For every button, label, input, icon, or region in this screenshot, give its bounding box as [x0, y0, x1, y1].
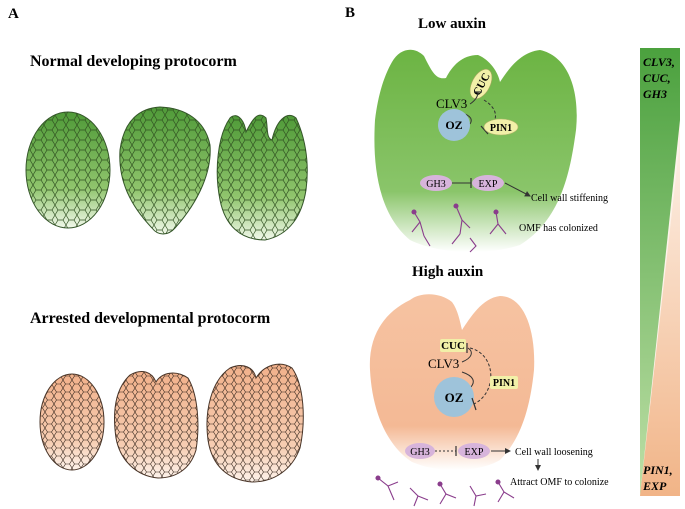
- gradient-bottom-label-2: EXP: [642, 479, 667, 493]
- arrested-protocorm-2: [114, 371, 199, 479]
- low-omf-text: OMF has colonized: [519, 223, 598, 234]
- gradient-top-label-3: GH3: [643, 87, 667, 101]
- high-pin1-label: PIN1: [493, 378, 515, 389]
- gradient-bar: [640, 48, 680, 496]
- low-gh3-label: GH3: [426, 179, 445, 190]
- arrested-protocorm-3: [206, 363, 304, 483]
- high-auxin-title: High auxin: [412, 264, 484, 280]
- low-pin1-label-bg: [483, 118, 519, 136]
- high-cuc-label: CUC: [441, 340, 465, 352]
- high-exp-label-bg: [458, 443, 490, 459]
- low-clv3-label: CLV3: [436, 96, 467, 111]
- low-hyphae: [411, 203, 507, 253]
- gradient-top-label-2: CUC,: [643, 71, 671, 85]
- low-exp-arrow: [504, 182, 531, 197]
- high-clv3-oz-link: [461, 371, 474, 389]
- high-gh3-label: GH3: [410, 447, 429, 458]
- low-auxin-protocorm: [374, 49, 577, 252]
- high-clv3-label: CLV3: [428, 356, 459, 371]
- low-exp-label: EXP: [479, 179, 498, 190]
- arrested-protocorm-1: [39, 373, 105, 471]
- panel-b-label: B: [345, 5, 355, 21]
- normal-protocorm-3: [216, 114, 308, 241]
- high-pin1-label-bg: [490, 376, 518, 389]
- high-omf-text: Attract OMF to colonize: [510, 477, 609, 488]
- low-cuc-label: CUC: [469, 68, 493, 100]
- low-outcome-text: Cell wall stiffening: [531, 193, 608, 204]
- high-oz-circle: [434, 377, 474, 417]
- panel-a-label: A: [8, 6, 19, 22]
- normal-protocorm-1: [25, 111, 111, 229]
- low-pin1-label: PIN1: [490, 123, 512, 134]
- low-auxin-title: Low auxin: [418, 16, 487, 32]
- low-pin1-inhibition: [483, 99, 496, 131]
- arrested-protocorm-title: Arrested developmental protocorm: [30, 310, 271, 327]
- normal-protocorm-2: [119, 106, 211, 235]
- normal-protocorm-title: Normal developing protocorm: [30, 53, 237, 70]
- high-clv3-cuc-inhibition: [461, 347, 472, 363]
- high-cuc-label-bg: [440, 339, 466, 352]
- gradient-bottom-label-1: PIN1,: [643, 463, 673, 477]
- low-oz-circle: [438, 109, 470, 141]
- low-clv3-cuc-inhibition: [469, 91, 479, 105]
- high-outcome-text: Cell wall loosening: [515, 447, 593, 458]
- low-exp-label-bg: [472, 175, 504, 191]
- high-gh3-label-bg: [405, 443, 435, 459]
- high-oz-label: OZ: [445, 390, 464, 405]
- high-hyphae: [375, 475, 515, 507]
- low-gh3-label-bg: [420, 175, 452, 191]
- high-pin1-inhibition: [469, 347, 492, 405]
- low-oz-label: OZ: [445, 118, 462, 132]
- gradient-top-label-1: CLV3,: [643, 55, 675, 69]
- high-exp-label: EXP: [465, 447, 484, 458]
